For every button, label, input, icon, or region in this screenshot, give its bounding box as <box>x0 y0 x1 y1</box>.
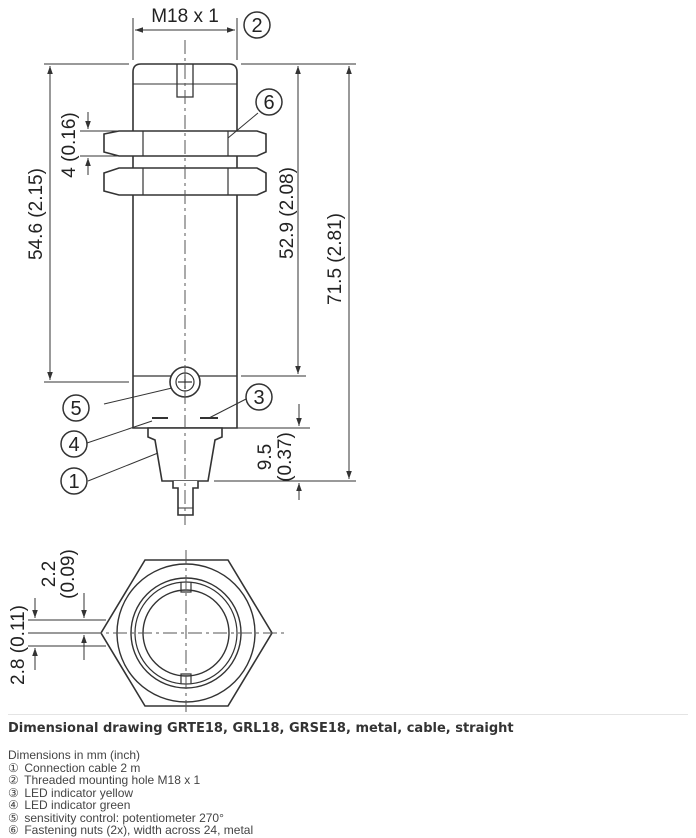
svg-text:6: 6 <box>263 92 274 114</box>
dim-front-offset-in: (0.09) <box>58 549 79 599</box>
callout-2: 2 <box>243 11 271 39</box>
svg-text:4: 4 <box>68 434 79 456</box>
side-dimension-lines <box>44 18 356 500</box>
legend-item: ① Connection cable 2 m <box>8 761 141 775</box>
svg-text:2: 2 <box>251 15 262 37</box>
front-dimension-lines <box>28 593 106 670</box>
svg-text:1: 1 <box>68 471 79 493</box>
dim-total-length: 71.5 (2.81) <box>325 213 346 305</box>
dim-face-offset: 2.8 (0.11) <box>8 605 29 685</box>
dim-length-to-led: 54.6 (2.15) <box>26 168 47 260</box>
svg-text:5: 5 <box>70 398 81 420</box>
legend-item: ③ LED indicator yellow <box>8 785 134 800</box>
caption-subtitle: Dimensions in mm (inch) <box>8 748 141 762</box>
callouts: 2 6 5 3 4 1 <box>60 11 283 495</box>
svg-text:3: 3 <box>253 387 264 409</box>
legend-item: ② Threaded mounting hole M18 x 1 <box>8 773 201 788</box>
dim-thread-length: 52.9 (2.08) <box>277 167 298 259</box>
dim-front-offset-mm: 2.2 <box>39 561 60 587</box>
callout-6: 6 <box>255 88 283 116</box>
legend-item: ⑤ sensitivity control: potentiometer 270… <box>8 810 224 825</box>
dim-cable-gland-mm: 9.5 <box>255 444 276 470</box>
legend-item: ⑥ Fastening nuts (2x), width across 24, … <box>8 823 254 838</box>
caption: Dimensional drawing GRTE18, GRL18, GRSE1… <box>8 714 688 836</box>
dimensional-drawing: M18 x 1 4 (0.16) 54.6 (2.15) 52.9 (2.08)… <box>8 6 356 712</box>
callout-4: 4 <box>60 430 88 458</box>
dim-cable-gland-in: (0.37) <box>275 432 296 482</box>
callout-5: 5 <box>62 394 90 422</box>
dim-nut-thickness: 4 (0.16) <box>59 112 80 177</box>
legend-item: ④ LED indicator green <box>8 798 131 813</box>
legend-list: ① Connection cable 2 m ② Threaded mounti… <box>8 761 688 838</box>
dim-thread: M18 x 1 <box>151 6 219 27</box>
caption-title: Dimensional drawing GRTE18, GRL18, GRSE1… <box>8 714 688 743</box>
callout-3: 3 <box>245 383 273 411</box>
callout-1: 1 <box>60 467 88 495</box>
front-centerlines <box>88 550 284 712</box>
